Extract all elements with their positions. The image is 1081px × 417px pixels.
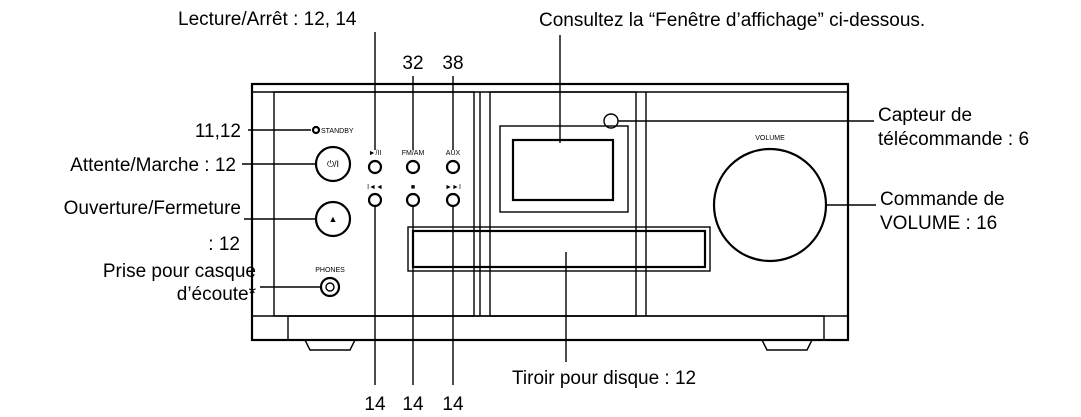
- display-window: [511, 138, 615, 202]
- skip-back-icon: I◄◄: [367, 184, 383, 191]
- leader-lines: [242, 32, 876, 385]
- play-stop-label: Lecture/Arrêt : 12, 14: [178, 9, 357, 30]
- standby-led: [311, 125, 321, 135]
- disc-tray-label: Tiroir pour disque : 12: [512, 368, 696, 389]
- play-pause-icon: ►/II: [369, 150, 382, 157]
- fm-am-button[interactable]: [405, 159, 421, 175]
- standby-on-label: Attente/Marche : 12: [70, 155, 236, 176]
- skip-forward-icon: ►►I: [445, 184, 461, 191]
- skip-forward-ref-label: 14: [442, 394, 464, 415]
- headphone-label-line2: d’écoute*: [177, 284, 257, 305]
- skip-forward-button[interactable]: [445, 192, 461, 208]
- volume-text: VOLUME: [755, 135, 785, 142]
- stop-ref-label: 14: [402, 394, 424, 415]
- aux-text: AUX: [446, 150, 461, 157]
- skip-back-ref-label: 14: [364, 394, 386, 415]
- volume-label-line1: Commande de: [880, 189, 1005, 210]
- open-close-label-line1: Ouverture/Fermeture: [64, 198, 241, 219]
- stop-button[interactable]: [405, 192, 421, 208]
- standby-ref-label: 11,12: [195, 121, 241, 142]
- right-foot: [761, 339, 813, 351]
- play-pause-button[interactable]: [367, 159, 383, 175]
- display-window-frame: [499, 125, 629, 213]
- headphone-label-line1: Prise pour casque: [103, 261, 256, 282]
- aux-ref-label: 38: [442, 53, 463, 74]
- display-window-label: Consultez la “Fenêtre d’affichage” ci-de…: [539, 10, 925, 31]
- phones-text: PHONES: [315, 267, 345, 274]
- cabinet-base: [287, 315, 825, 341]
- device-body: [250, 82, 850, 351]
- remote-sensor-label-line1: Capteur de: [878, 105, 972, 126]
- disc-tray-outer: [407, 226, 711, 272]
- aux-button[interactable]: [445, 159, 461, 175]
- disc-tray[interactable]: [411, 229, 707, 269]
- eject-icon: ▲: [329, 214, 338, 224]
- standby-text: STANDBY: [321, 128, 354, 135]
- volume-label-line2: VOLUME : 16: [880, 213, 997, 234]
- headphone-jack[interactable]: [319, 276, 341, 298]
- stop-icon: ■: [411, 184, 415, 191]
- skip-back-button[interactable]: [367, 192, 383, 208]
- headphone-jack-inner: [325, 282, 335, 292]
- open-close-label-line2: : 12: [208, 234, 240, 255]
- fm-am-ref-label: 32: [402, 53, 423, 74]
- left-panel: [273, 91, 475, 317]
- power-symbol-icon: ⏻/I: [327, 159, 339, 169]
- volume-knob[interactable]: [712, 147, 828, 263]
- fm-am-text: FM/AM: [402, 150, 425, 157]
- center-panel: [489, 91, 637, 317]
- left-foot: [304, 339, 356, 351]
- remote-sensor-label-line2: télécommande : 6: [878, 129, 1029, 150]
